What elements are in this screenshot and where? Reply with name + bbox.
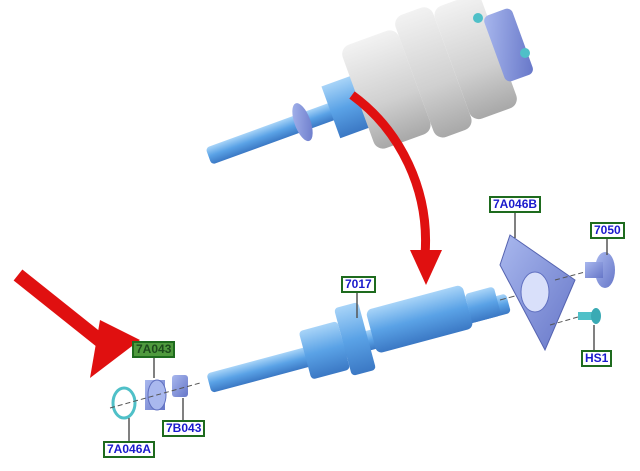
label-7050[interactable]: 7050 — [590, 222, 625, 239]
curved-arrow-icon — [349, 91, 431, 256]
label-7b043[interactable]: 7B043 — [162, 420, 206, 437]
gear-assembly-top — [206, 0, 533, 164]
pointer-arrow-icon — [13, 269, 140, 378]
snap-ring — [111, 386, 137, 420]
label-7017[interactable]: 7017 — [341, 276, 376, 293]
label-hs1[interactable]: HS1 — [581, 350, 613, 367]
label-7a043[interactable]: 7A043 — [132, 341, 176, 358]
label-7a046b[interactable]: 7A046B — [489, 196, 542, 213]
output-shaft — [207, 285, 511, 393]
flange — [595, 252, 615, 288]
label-7a046a[interactable]: 7A046A — [103, 441, 156, 458]
bolt — [578, 312, 594, 320]
spacer — [172, 375, 188, 397]
